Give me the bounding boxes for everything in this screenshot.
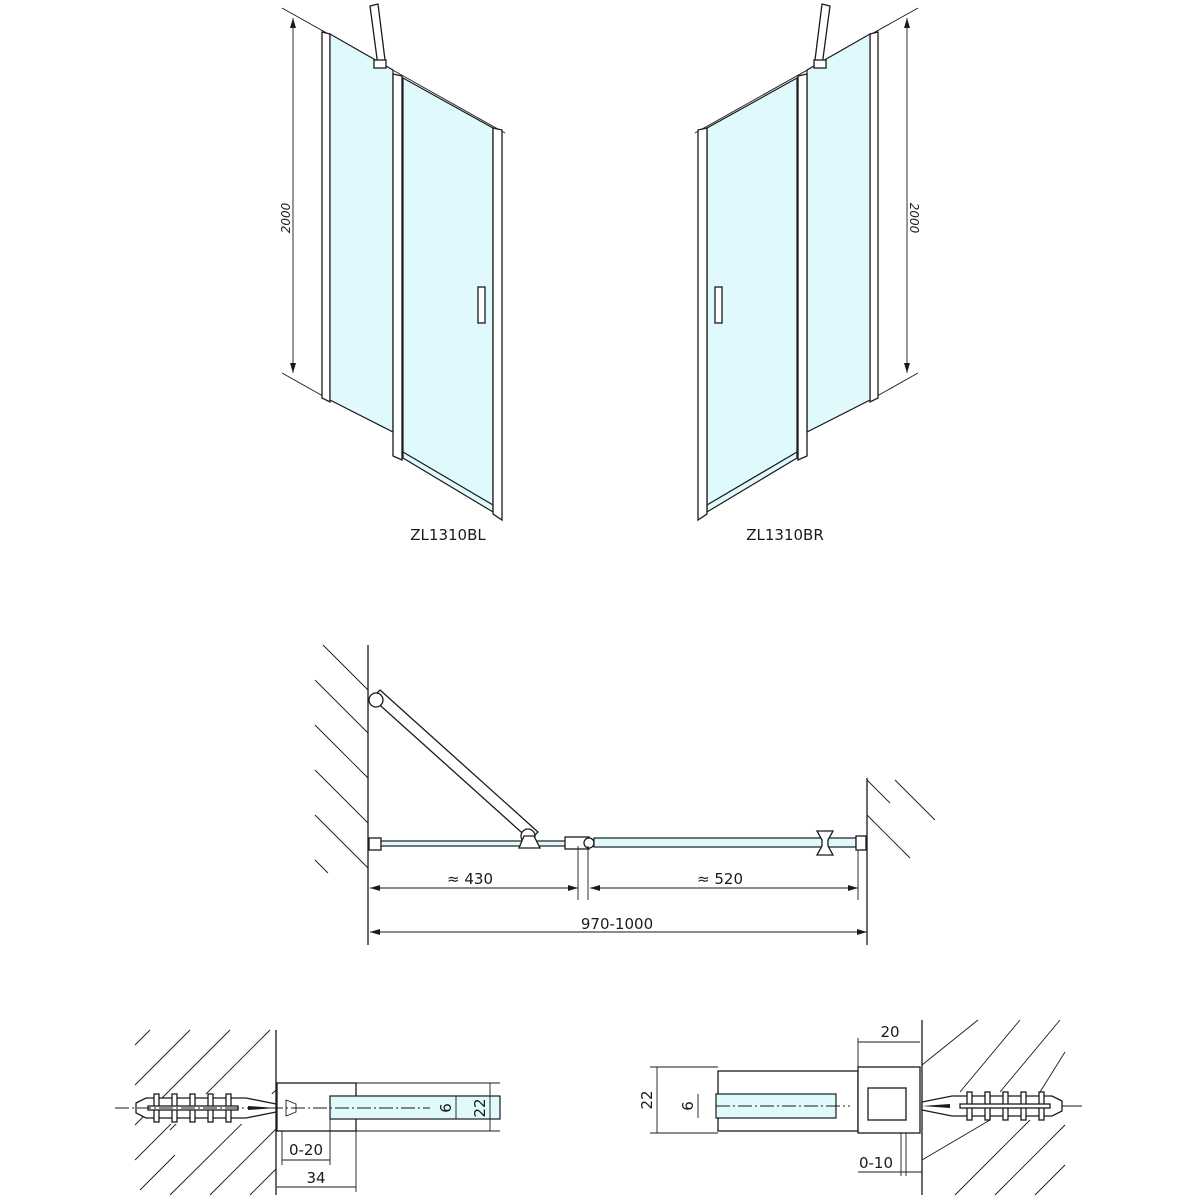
detail-left-height: 22 (471, 1098, 489, 1117)
fixed-panel-dim: ≈ 430 (447, 870, 493, 888)
total-width-dim: 970-1000 (581, 915, 653, 933)
detail-right: 22 6 20 0-10 (638, 1019, 1082, 1196)
detail-left-glass: 6 (437, 1103, 455, 1113)
detail-left: 22 6 0-20 34 (115, 1029, 501, 1196)
height-dim-right: 2000 (907, 203, 921, 234)
plan-view: ≈ 430 ≈ 520 970-1000 (314, 644, 936, 945)
model-label-left: ZL1310BL (410, 526, 486, 544)
detail-left-adjust: 0-20 (289, 1141, 323, 1159)
detail-right-width: 20 (880, 1023, 899, 1041)
elevation-right: 2000 ZL1310BR (694, 3, 921, 544)
door-dim: ≈ 520 (697, 870, 743, 888)
height-dim-left: 2000 (279, 202, 293, 233)
model-label-right: ZL1310BR (746, 526, 824, 544)
detail-right-adjust: 0-10 (859, 1154, 893, 1172)
elevation-left: 2000 ZL1310BL (279, 3, 506, 544)
detail-right-glass: 6 (679, 1101, 697, 1111)
detail-left-width: 34 (306, 1169, 325, 1187)
detail-right-height: 22 (638, 1090, 656, 1109)
